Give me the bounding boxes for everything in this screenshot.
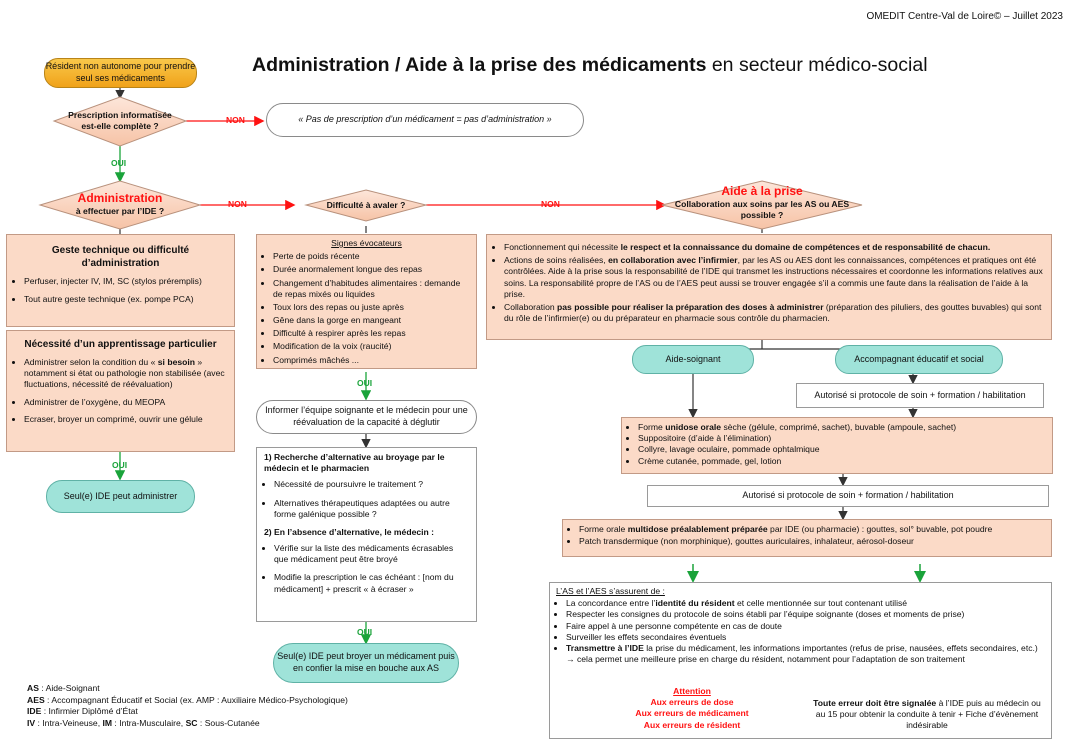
multidose-box: Forme orale multidose préalablement prép… [562,519,1052,557]
page-title: Administration / Aide à la prise des méd… [252,54,928,76]
q2-non-label: NON [228,199,247,209]
autorise1-node: Autorisé si protocole de soin + formatio… [796,383,1044,408]
autorise2-node: Autorisé si protocole de soin + formatio… [647,485,1049,507]
diamond-q1 [52,96,188,147]
q1-oui-label: OUI [111,158,127,168]
diamond-q3 [304,189,428,222]
q3-non-label: NON [541,199,560,209]
recherche-oui-label: OUI [357,627,373,637]
left-oui-label: OUI [112,460,128,470]
fonctionnement-box: Fonctionnement qui nécessite le respect … [486,234,1052,340]
header-credit: OMEDIT Centre-Val de Loire© – Juillet 20… [866,11,1063,22]
ide-broyer-node: Seul(e) IDE peut broyer un médicament pu… [273,643,459,683]
start-node: Résident non autonome pour prendre seul … [44,58,197,88]
aes-node: Accompagnant éducatif et social [835,345,1003,374]
apprentissage-box: Nécessité d’un apprentissage particulier… [6,330,235,452]
q1-text: Prescription informatisée est-elle compl… [68,110,172,131]
mid-oui-label: OUI [357,378,373,388]
formes-box: Forme unidose orale sèche (gélule, compr… [621,417,1053,474]
q1-non-label: NON [226,115,245,125]
informer-node: Informer l’équipe soignante et le médeci… [256,400,477,434]
q3-text: Difficulté à avaler ? [326,200,406,210]
attention-block: Attention Aux erreurs de dose Aux erreur… [635,686,749,730]
signal-text: Toute erreur doit être signalée à l’IDE … [813,698,1041,731]
legend: AS : Aide-Soignant AES : Accompagnant Éd… [27,683,348,728]
ide-only-node: Seul(e) IDE peut administrer [46,480,195,513]
recherche-box: 1) Recherche d’alternative au broyage pa… [256,447,477,622]
diamond-q4 [661,180,863,230]
assurer-box: L’AS et l’AES s’assurent de : La concord… [549,582,1052,739]
aide-soignant-node: Aide-soignant [632,345,754,374]
no-prescription-node: « Pas de prescription d’un médicament = … [266,103,584,137]
geste-box: Geste technique ou difficulté d’administ… [6,234,235,327]
signes-box: Signes évocateurs Perte de poids récente… [256,234,477,369]
diamond-q2 [38,180,202,230]
